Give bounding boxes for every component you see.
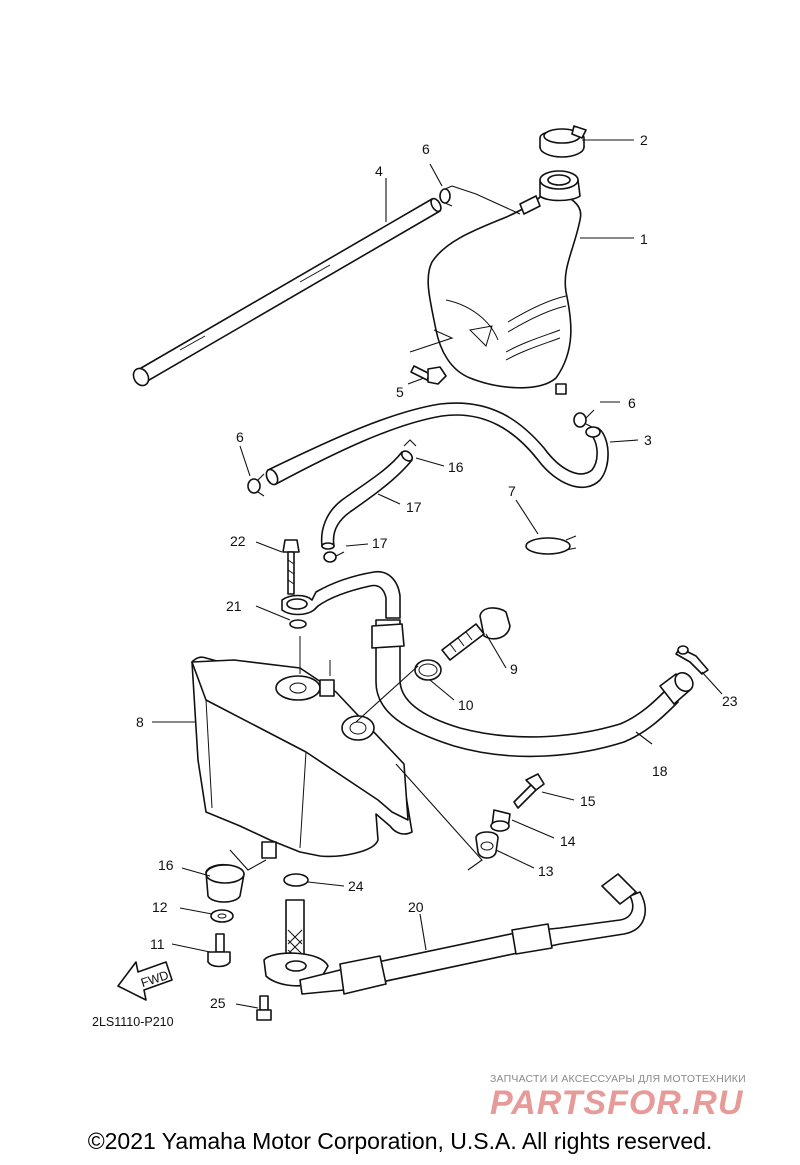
fwd-arrow-icon: FWD — [117, 961, 173, 1001]
callout-12: 12 — [152, 899, 168, 915]
part-8-tank — [191, 636, 413, 859]
callout-7: 7 — [508, 483, 516, 499]
part-10-oring — [414, 659, 442, 681]
callout-11: 11 — [150, 936, 165, 952]
part-16-grommet — [205, 863, 245, 903]
callout-3: 3 — [644, 432, 652, 448]
leader-lines — [152, 139, 723, 1009]
callout-5: 5 — [396, 384, 404, 400]
callout-21: 22 — [230, 533, 246, 549]
callout-10: 10 — [458, 697, 474, 713]
pipe-fitting — [281, 571, 401, 619]
callout-20: 21 — [226, 598, 242, 614]
callout-19: 18 — [652, 763, 668, 779]
part-21-bolt — [282, 539, 300, 595]
part-13-grommet — [475, 831, 499, 859]
callout-9: 9 — [510, 661, 518, 677]
part-5-bolt — [410, 365, 447, 385]
callout-23: 20 — [408, 899, 424, 915]
watermark-tagline: ЗАПЧАСТИ И АКСЕССУАРЫ ДЛЯ МОТОТЕХНИКИ — [490, 1073, 746, 1085]
part-2-cap — [539, 125, 587, 158]
part-22-clamp — [675, 645, 709, 675]
part-19-hose — [371, 619, 694, 758]
part-12-washer — [210, 909, 234, 923]
part-17-clips — [323, 439, 417, 563]
copyright-notice: ©2021 Yamaha Motor Corporation, U.S.A. A… — [87, 1128, 713, 1154]
part-24-oring — [283, 873, 309, 887]
part-25-bolt — [256, 995, 272, 1021]
callout-13: 13 — [538, 863, 554, 879]
callout-25: 25 — [210, 995, 226, 1011]
callout-14: 14 — [560, 833, 576, 849]
fuel-filter — [263, 899, 329, 987]
part-7-clamp — [525, 535, 577, 555]
callout-17-mid: 17 — [372, 535, 388, 551]
part-4-tube — [132, 197, 442, 387]
part-1-reservoir-tank — [427, 170, 582, 395]
part-11-bolt — [207, 933, 231, 968]
part-15-bolt — [513, 773, 545, 809]
callout-18: 17 — [406, 499, 422, 515]
callout-numbers: 2 1 4 6 5 6 3 6 16 7 17 22 17 21 9 10 23… — [136, 132, 738, 1011]
callout-17-top: 16 — [448, 459, 464, 475]
watermark: ЗАПЧАСТИ И АКСЕССУАРЫ ДЛЯ МОТОТЕХНИКИ PA… — [490, 1073, 746, 1122]
callout-1: 1 — [640, 231, 648, 247]
part-14-collar — [490, 809, 511, 832]
callout-22: 23 — [722, 693, 738, 709]
part-9-sensor — [441, 607, 511, 661]
callout-15: 15 — [580, 793, 596, 809]
part-18-hose — [320, 450, 414, 550]
callout-16: 16 — [158, 857, 174, 873]
callout-4: 4 — [375, 163, 383, 179]
callout-8: 8 — [136, 714, 144, 730]
drawing-code: 2LS1110-P210 — [92, 1015, 174, 1029]
part-3-hose — [265, 402, 609, 489]
callout-6-top: 6 — [422, 141, 430, 157]
callout-6-right: 6 — [628, 395, 636, 411]
part-23-hose — [299, 873, 646, 995]
callout-2: 2 — [640, 132, 648, 148]
callout-6-left: 6 — [236, 429, 244, 445]
part-20-oring — [289, 619, 307, 629]
watermark-logo: PARTSFOR.RU — [490, 1084, 744, 1122]
callout-24: 24 — [348, 878, 364, 894]
part-6-clips — [247, 185, 595, 497]
